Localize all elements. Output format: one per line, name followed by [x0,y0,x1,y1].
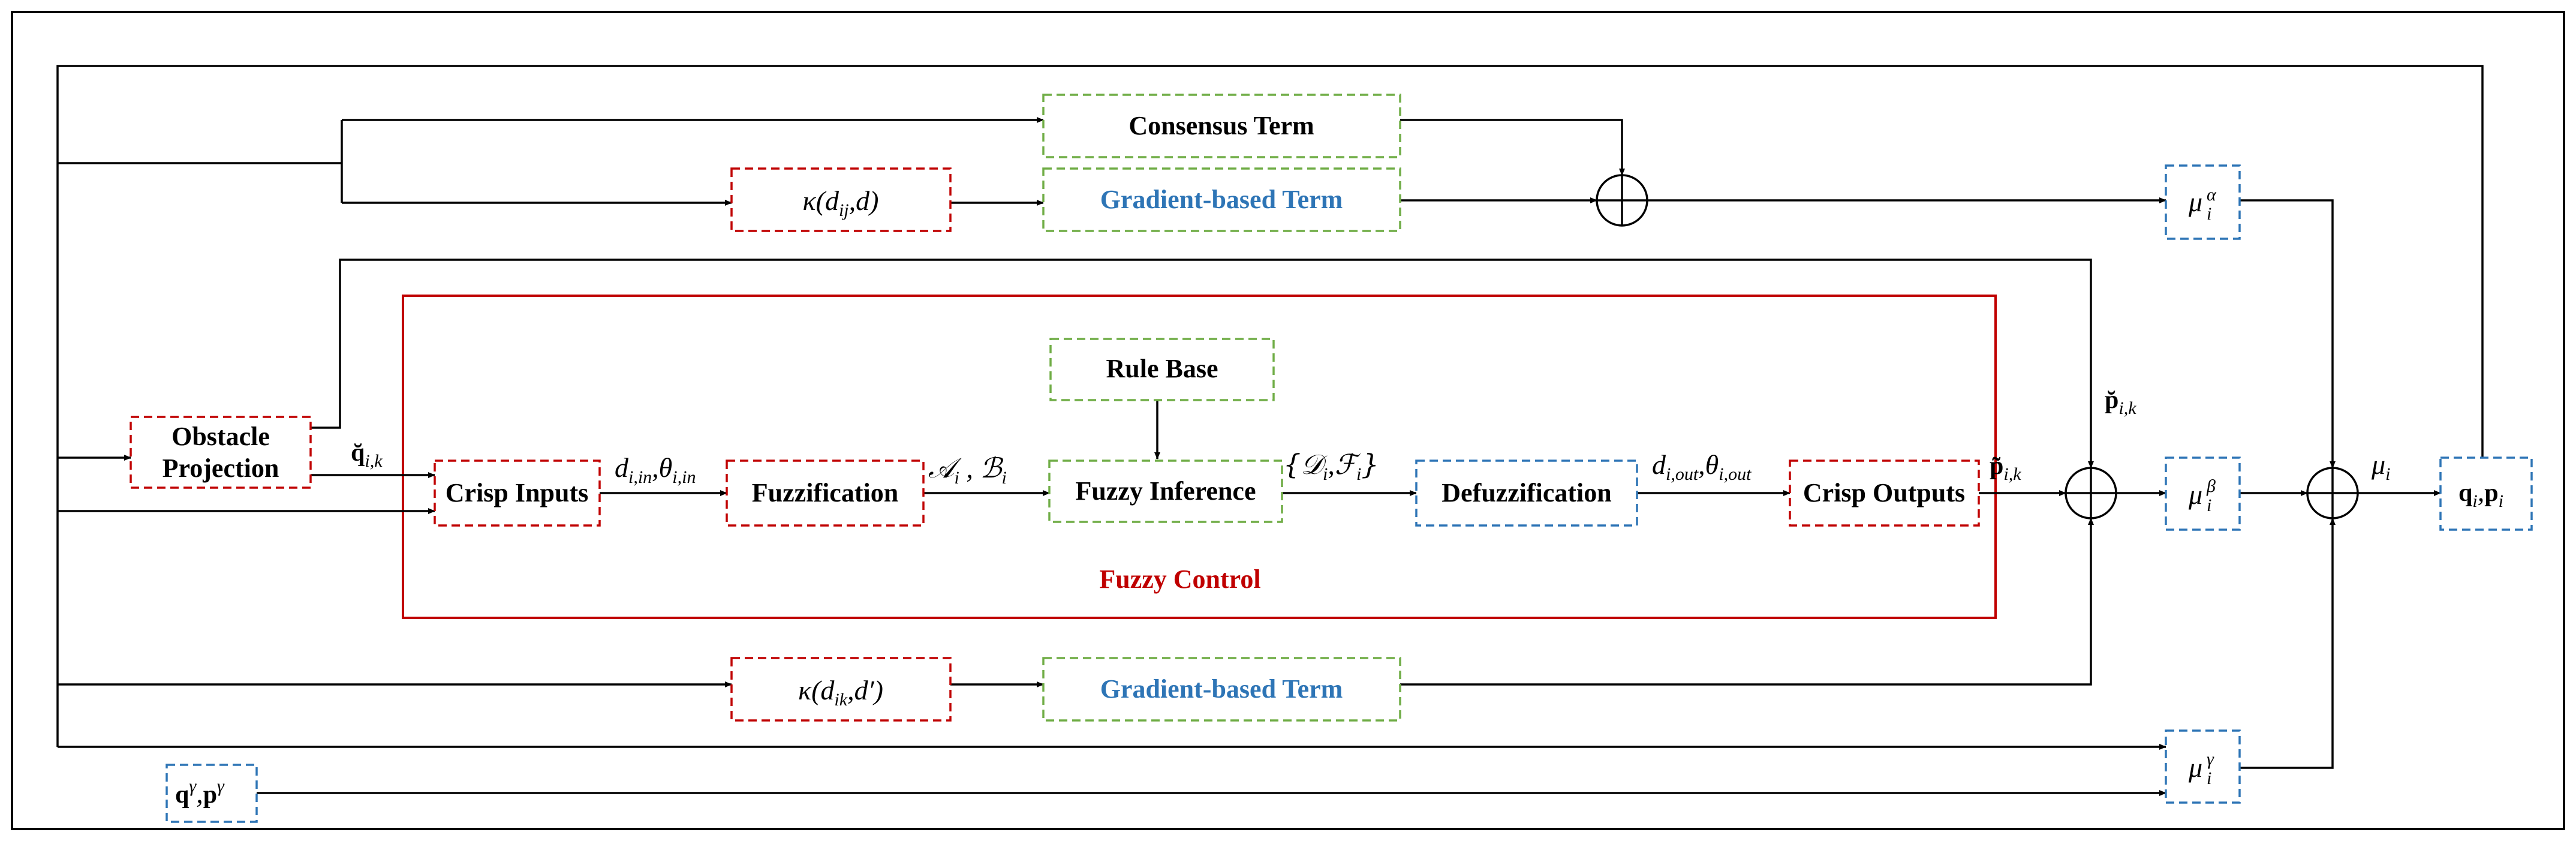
arrow-mu-alpha-to-final-sum [2240,199,2336,468]
label-d-in-theta-in: di,in,θi,in [615,452,696,487]
svg-text:α: α [2207,185,2217,205]
svg-text:i: i [2207,495,2211,515]
svg-text:Defuzzification: Defuzzification [1442,478,1611,507]
mu-beta-block: μ β i [2165,456,2241,531]
svg-text:Crisp Outputs: Crisp Outputs [1803,478,1965,507]
mu-alpha-block: μ α i [2165,164,2241,240]
svg-text:Fuzzy Inference: Fuzzy Inference [1076,476,1256,506]
label-d-out-theta-out: di,out,θi,out [1652,449,1752,484]
arrow-gradient-bottom-to-sum [1400,518,2094,686]
svg-text:Fuzzification: Fuzzification [752,478,898,507]
kappa-bottom-block: κ(dik,d′) [730,657,952,722]
q-gamma-p-gamma-block: qγ,pγ [165,764,258,823]
arrow-mu-gamma-to-final-sum [2240,518,2336,769]
feedback-line-main [56,65,2484,747]
crisp-inputs-block: Crisp Inputs [434,459,601,527]
fuzzy-control-frame [402,295,1997,619]
label-D-i-F-i: {𝒟i,ℱi} [1283,448,1379,484]
svg-text:κ(dik,d′): κ(dik,d′) [798,675,883,710]
svg-text:Gradient-based Term: Gradient-based Term [1100,185,1343,214]
label-mu-i: μi [2371,449,2390,484]
gradient-term-bottom-block: Gradient-based Term [1042,657,1401,722]
svg-text:Rule Base: Rule Base [1106,354,1218,383]
label-A-i-B-i: 𝒜i , ℬi [928,452,1007,488]
rule-base-block: Rule Base [1049,338,1275,401]
svg-text:qi,pi: qi,pi [2458,476,2503,511]
svg-text:Consensus Term: Consensus Term [1128,111,1314,140]
svg-text:μ: μ [2188,187,2202,217]
svg-text:Projection: Projection [162,453,279,483]
sum-junction-final [2306,467,2359,519]
svg-text:γ: γ [2207,749,2214,769]
svg-text:i: i [2207,204,2211,224]
defuzzification-block: Defuzzification [1415,459,1638,527]
fuzzification-block: Fuzzification [726,459,925,527]
gradient-term-top-block: Gradient-based Term [1042,167,1401,232]
qi-pi-output-block: qi,pi [2439,456,2533,531]
outer-border [11,11,2565,830]
mu-gamma-block: μ γ i [2165,729,2241,804]
sum-junction-mid [2065,467,2117,519]
svg-text:Crisp Inputs: Crisp Inputs [446,478,588,507]
fuzzy-inference-block: Fuzzy Inference [1048,459,1283,523]
arrow-consensus-to-sum [1400,119,1625,176]
label-p-breve-ik: p̆i,k [2105,386,2136,418]
svg-text:μ: μ [2188,752,2202,783]
svg-text:Gradient-based Term: Gradient-based Term [1100,674,1343,704]
svg-text:Obstacle: Obstacle [171,422,270,451]
svg-text:β: β [2206,476,2216,496]
label-q-breve-ik: q̆i,k [351,439,383,471]
kappa-top-block: κ(dij,d) [730,167,952,232]
svg-text:κ(dij,d): κ(dij,d) [803,185,879,220]
svg-text:qγ,pγ: qγ,pγ [175,776,225,809]
svg-text:μ: μ [2188,479,2202,510]
consensus-term-block: Consensus Term [1042,94,1401,158]
svg-text:i: i [2207,768,2211,788]
label-p-tilde-ik: p̃i,k [1990,452,2021,484]
arrow-obstacle-to-sum-mid [311,259,2094,468]
obstacle-projection-block: Obstacle Projection [130,416,312,489]
sum-junction-top [1596,174,1648,227]
crisp-outputs-block: Crisp Outputs [1789,459,1980,527]
fuzzy-control-label: Fuzzy Control [1099,564,1260,594]
